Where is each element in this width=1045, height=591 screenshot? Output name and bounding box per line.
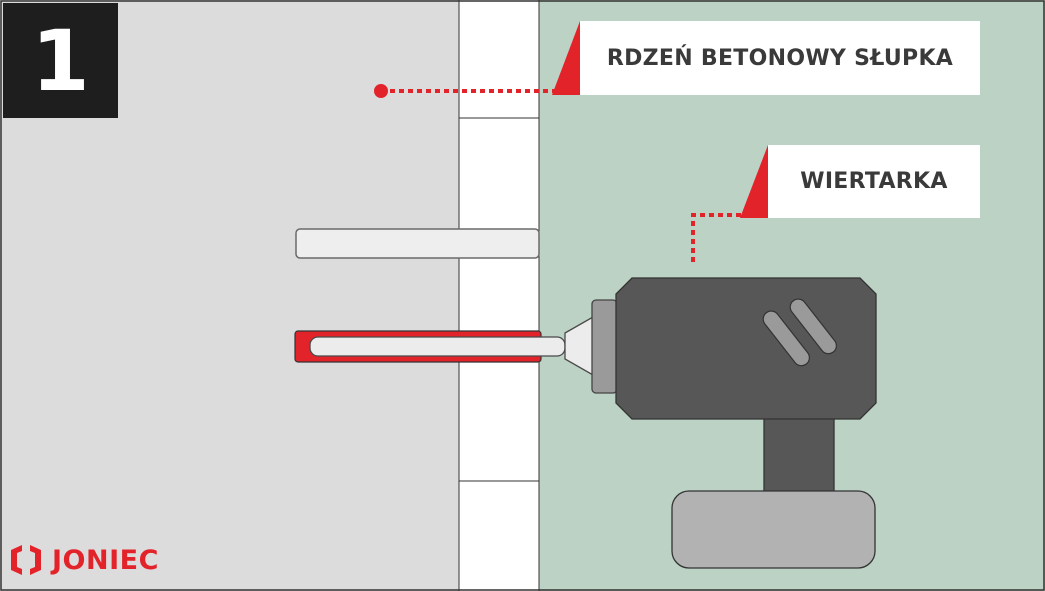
brand-name: JONIEC: [52, 544, 159, 576]
step-number-badge: 1: [3, 3, 118, 118]
callout-flag-spacer: [552, 21, 580, 95]
drill-vent: [789, 298, 837, 355]
core-callout-flag: [552, 21, 580, 95]
joniec-logo-icon: [11, 545, 41, 575]
drill-chuck: [564, 315, 594, 377]
drill-collar: [591, 299, 618, 394]
core-pointer-dot: [374, 84, 388, 98]
drill-vent: [762, 310, 810, 367]
drill-body: [615, 277, 877, 420]
drill-label: WIERTARKA: [768, 145, 980, 218]
post-wall: [459, 0, 539, 591]
callout-flag-spacer: [740, 145, 768, 218]
drill-leader-line: [691, 213, 744, 262]
brand-logo: JONIEC: [8, 542, 159, 578]
drill-icon: [615, 277, 877, 569]
anchor-rod-icon: [295, 228, 540, 259]
drill-handle: [763, 407, 835, 499]
drill-battery: [671, 490, 876, 569]
core-callout: RDZEŃ BETONOWY SŁUPKA: [552, 21, 980, 95]
drill-callout: WIERTARKA: [740, 145, 980, 218]
drill-bit-icon: [309, 336, 566, 357]
drill-callout-flag: [740, 145, 768, 218]
core-label: RDZEŃ BETONOWY SŁUPKA: [580, 21, 980, 95]
